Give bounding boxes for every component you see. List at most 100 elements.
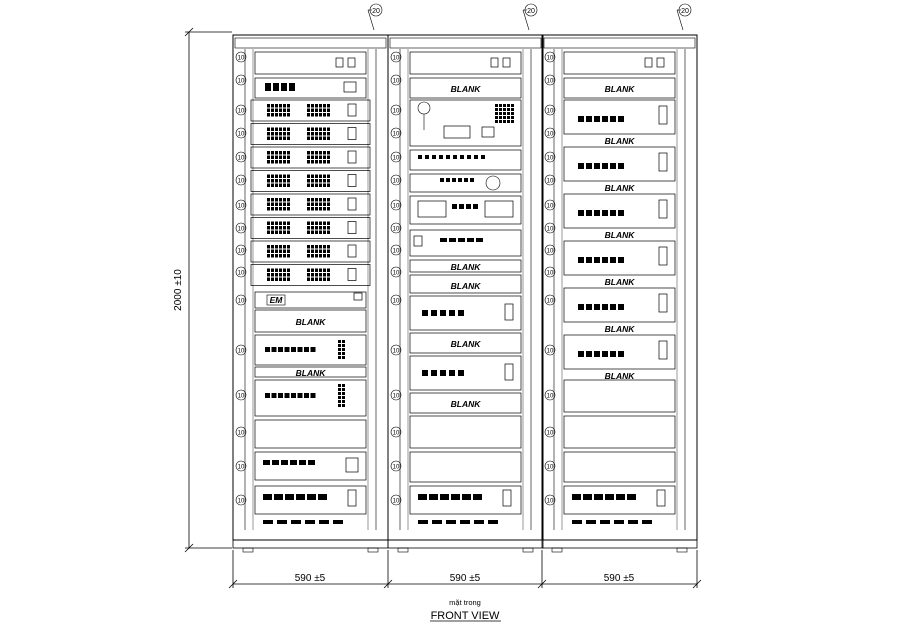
vent-slots <box>572 520 652 524</box>
unit-preamp <box>409 149 522 171</box>
leg-number: 10 <box>393 431 400 437</box>
leg-number: 10 <box>393 271 400 277</box>
rack-1: 2010101010101010101010101010101010EMBLAN… <box>232 3 389 553</box>
blank-panel <box>409 274 522 294</box>
leg-number: 10 <box>238 349 245 355</box>
amplifier-leds <box>422 370 464 376</box>
amplifier-grid-b <box>307 221 330 234</box>
amplifier-unit <box>563 287 676 323</box>
leg-bubble <box>390 426 402 438</box>
leg-number: 10 <box>238 271 245 277</box>
amplifier-switch <box>658 293 668 313</box>
amplifier-grid-a <box>267 245 290 258</box>
deck-buttons <box>452 204 478 209</box>
unit-empty <box>563 451 676 483</box>
leg-number: 10 <box>238 299 245 305</box>
leg-number: 10 <box>393 179 400 185</box>
player-buttons <box>418 494 482 500</box>
blank-label: BLANK <box>451 399 482 409</box>
callout-number: 20 <box>681 8 689 15</box>
controller-buttons <box>263 460 315 465</box>
player-slot <box>347 489 357 507</box>
amplifier-grid-b <box>307 268 330 281</box>
leg-bubble <box>544 294 556 306</box>
amplifier-unit <box>250 264 371 286</box>
leg-bubble <box>544 426 556 438</box>
unit-empty <box>563 379 676 413</box>
amplifier-unit <box>250 240 371 263</box>
unit-empty <box>563 415 676 449</box>
width-dimension-lines <box>228 550 702 589</box>
callout-leader <box>522 9 530 31</box>
leg-bubble <box>235 344 247 356</box>
leg-number: 10 <box>393 349 400 355</box>
width-dimension-label-1: 590 ±5 <box>295 573 326 584</box>
cassette-slot-a <box>417 200 447 218</box>
preamp-knobs <box>418 155 485 159</box>
leg-number: 10 <box>547 156 554 162</box>
unit-socket <box>335 57 344 68</box>
amplifier-switch <box>658 199 668 219</box>
leg-bubble <box>544 222 556 234</box>
leg-number: 10 <box>547 109 554 115</box>
view-title: FRONT VIEW <box>431 610 500 622</box>
rack-top-cap <box>543 37 696 49</box>
leg-bubble <box>235 51 247 63</box>
cd-buttons <box>440 238 483 242</box>
drawing-subtitle: mặt trong <box>449 598 481 607</box>
amplifier-switch <box>347 174 357 187</box>
unit-socket <box>644 57 653 68</box>
amplifier-leds <box>578 304 624 310</box>
leg-number: 10 <box>238 499 245 505</box>
leg-number: 10 <box>393 132 400 138</box>
amplifier-grid-a <box>267 127 290 140</box>
controller-display <box>345 457 359 473</box>
leg-number: 10 <box>393 249 400 255</box>
leg-number: 10 <box>238 109 245 115</box>
mixer-buttons <box>338 384 345 407</box>
leg-number: 10 <box>238 79 245 85</box>
callout-bubble <box>678 3 692 17</box>
leg-bubble <box>235 104 247 116</box>
amplifier-unit <box>250 217 371 239</box>
amplifier-leds <box>578 257 624 263</box>
leg-bubble <box>390 51 402 63</box>
leg-number: 10 <box>238 56 245 62</box>
leg-bubble <box>235 244 247 256</box>
leg-bubble <box>235 127 247 139</box>
blank-panel <box>409 77 522 99</box>
leg-number: 10 <box>393 56 400 62</box>
rack-base <box>232 539 389 549</box>
amplifier-grid-b <box>307 174 330 187</box>
amplifier-unit <box>563 146 676 182</box>
unit-panel <box>254 51 367 75</box>
leg-bubble <box>235 174 247 186</box>
blank-panel <box>254 366 367 378</box>
mixer-leds <box>265 347 316 352</box>
console-keypad <box>443 125 471 139</box>
leg-bubble <box>544 104 556 116</box>
blank-label: BLANK <box>605 183 636 193</box>
leg-bubble <box>390 174 402 186</box>
rack-top-cap <box>389 37 542 49</box>
leg-bubble <box>235 74 247 86</box>
leg-number: 10 <box>547 79 554 85</box>
leg-bubble <box>544 266 556 278</box>
racks-layer: 2010101010101010101010101010101010EMBLAN… <box>232 3 698 553</box>
cassette-slot-b <box>484 200 514 218</box>
amplifier-leds <box>578 210 624 216</box>
em-indicator <box>353 292 363 301</box>
unit-socket <box>502 57 511 68</box>
em-logo-box <box>266 294 286 306</box>
unit-socket <box>656 57 665 68</box>
callout-bubble <box>524 3 538 17</box>
blank-panel <box>409 332 522 354</box>
rack-base <box>387 539 544 549</box>
leg-bubble <box>544 151 556 163</box>
leg-number: 10 <box>547 349 554 355</box>
amplifier-unit <box>563 334 676 370</box>
leg-number: 10 <box>547 271 554 277</box>
unit-socket <box>490 57 499 68</box>
amplifier-unit <box>250 99 371 122</box>
rack-frame <box>541 34 698 541</box>
